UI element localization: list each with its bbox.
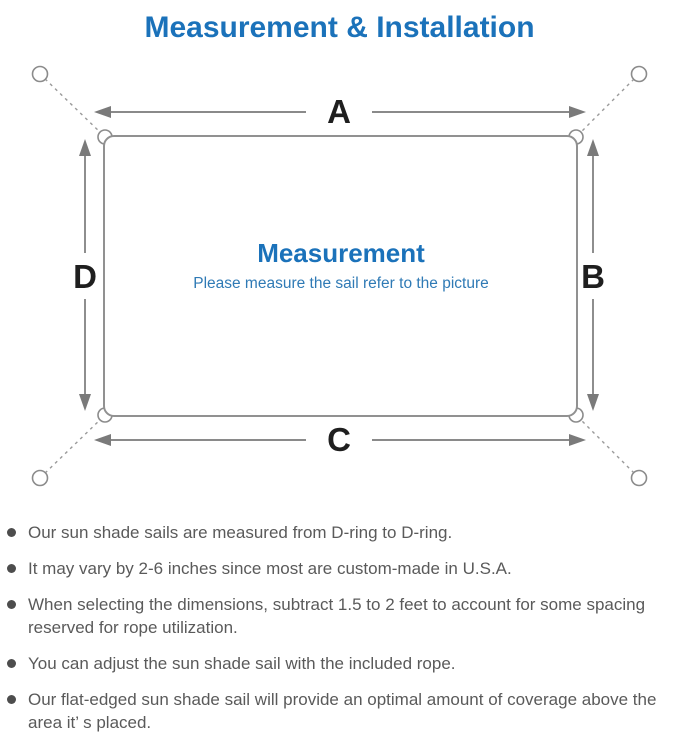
- notes-list: Our sun shade sails are measured from D-…: [2, 521, 679, 734]
- dim-label-d: D: [73, 258, 97, 295]
- diagram-caption-title: Measurement: [257, 238, 425, 268]
- note-item: Our sun shade sails are measured from D-…: [2, 521, 673, 544]
- dimension-arrow-a: A: [94, 93, 586, 130]
- sail-rectangle: [103, 135, 578, 417]
- page-title: Measurement & Installation: [144, 11, 535, 44]
- anchor-ring-icon: [31, 65, 49, 83]
- diagram-caption-subtitle: Please measure the sail refer to the pic…: [193, 275, 489, 292]
- note-item: You can adjust the sun shade sail with t…: [2, 652, 673, 675]
- measurement-diagram: A D B C Measurement Please measure the s…: [31, 65, 648, 487]
- dimension-arrow-c: C: [94, 421, 586, 458]
- dim-label-a: A: [327, 93, 351, 130]
- tie-rope-lines: [39, 73, 640, 479]
- dim-label-c: C: [327, 421, 351, 458]
- diagram-caption: Measurement Please measure the sail refe…: [193, 238, 489, 292]
- anchor-ring-icon: [31, 469, 49, 487]
- anchor-ring-icon: [630, 65, 648, 83]
- note-item: When selecting the dimensions, subtract …: [2, 593, 673, 639]
- dim-label-b: B: [581, 258, 605, 295]
- anchor-rings: [31, 65, 648, 487]
- note-item: It may vary by 2-6 inches since most are…: [2, 557, 673, 580]
- note-item: Our flat-edged sun shade sail will provi…: [2, 688, 673, 734]
- anchor-ring-icon: [630, 469, 648, 487]
- dimension-arrow-b: B: [581, 139, 605, 411]
- dimension-arrow-d: D: [73, 139, 97, 411]
